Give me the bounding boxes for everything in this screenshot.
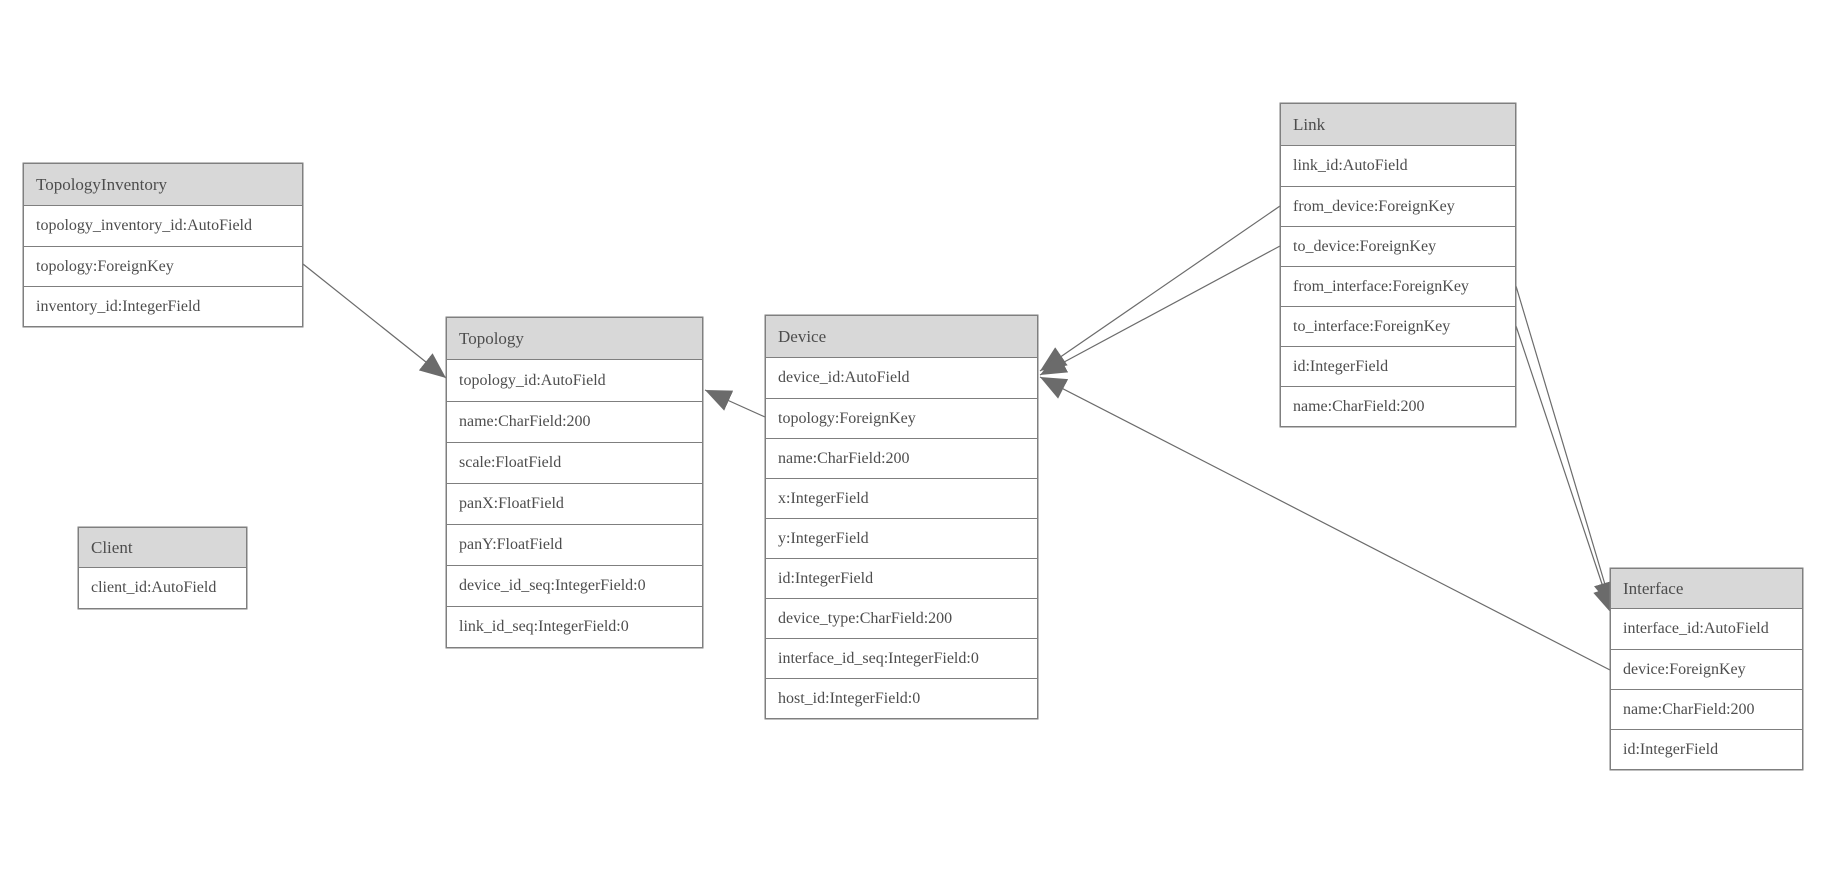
field-row: name:CharField:200 (447, 401, 702, 442)
entity-table-device: Device device_id:AutoField topology:Forei… (765, 315, 1038, 719)
field-row: from_interface:ForeignKey (1281, 266, 1515, 306)
field-row: panY:FloatField (447, 524, 702, 565)
field-row: to_interface:ForeignKey (1281, 306, 1515, 346)
field-row: y:IntegerField (766, 518, 1037, 558)
field-row: name:CharField:200 (766, 438, 1037, 478)
field-row: topology_id:AutoField (459, 371, 606, 389)
field-row: name:CharField:200 (1281, 386, 1515, 426)
edge-topologyinventory-topology-to-topology (302, 263, 447, 379)
field-row: link_id:AutoField (1293, 157, 1408, 174)
edge-link-from_device-to-device (1039, 205, 1281, 372)
edge-link-from_interface-to-interface (1515, 285, 1616, 609)
table-title-link: Link (1281, 104, 1515, 146)
field-row: device_id:AutoField (778, 369, 910, 386)
field-row: topology_inventory_id:AutoField (36, 217, 252, 234)
field-row: client_id:AutoField (91, 579, 217, 596)
edge-link-to_interface-to-interface (1515, 325, 1615, 615)
table-title-interface: Interface (1611, 569, 1802, 609)
entity-table-topologyinventory: TopologyInventory topology_inventory_id:… (23, 163, 303, 327)
entity-table-topology: Topology topology_id:AutoField name:CharF… (446, 317, 703, 648)
field-row: device_type:CharField:200 (766, 598, 1037, 638)
field-row: topology:ForeignKey (24, 246, 302, 286)
table-fields-topologyinventory: topology_inventory_id:AutoField topology:… (24, 206, 302, 326)
table-fields-client: client_id:AutoField (79, 568, 246, 608)
field-row: from_device:ForeignKey (1281, 186, 1515, 226)
field-row: id:IntegerField (1281, 346, 1515, 386)
edge-device-topology-to-topology (704, 389, 766, 418)
field-row: device_id_seq:IntegerField:0 (447, 565, 702, 606)
field-row: to_device:ForeignKey (1281, 226, 1515, 266)
table-title-device: Device (766, 316, 1037, 358)
field-row: host_id:IntegerField:0 (766, 678, 1037, 718)
field-row: id:IntegerField (1611, 729, 1802, 769)
table-title-topology: Topology (447, 318, 702, 360)
field-row: name:CharField:200 (1611, 689, 1802, 729)
entity-table-interface: Interface interface_id:AutoField device:F… (1610, 568, 1803, 770)
field-row: interface_id_seq:IntegerField:0 (766, 638, 1037, 678)
field-row: x:IntegerField (766, 478, 1037, 518)
entity-table-link: Link link_id:AutoField from_device:Foreig… (1280, 103, 1516, 427)
field-row: device:ForeignKey (1611, 649, 1802, 689)
field-row: link_id_seq:IntegerField:0 (447, 606, 702, 647)
field-row: interface_id:AutoField (1623, 620, 1769, 637)
entity-table-client: Client client_id:AutoField (78, 527, 247, 609)
field-row: panX:FloatField (447, 483, 702, 524)
field-row: id:IntegerField (766, 558, 1037, 598)
field-row: inventory_id:IntegerField (24, 286, 302, 326)
field-row: scale:FloatField (447, 442, 702, 483)
field-row: topology:ForeignKey (766, 398, 1037, 438)
table-title-topologyinventory: TopologyInventory (24, 164, 302, 206)
edge-link-to_device-to-device (1039, 245, 1281, 376)
table-title-client: Client (79, 528, 246, 568)
